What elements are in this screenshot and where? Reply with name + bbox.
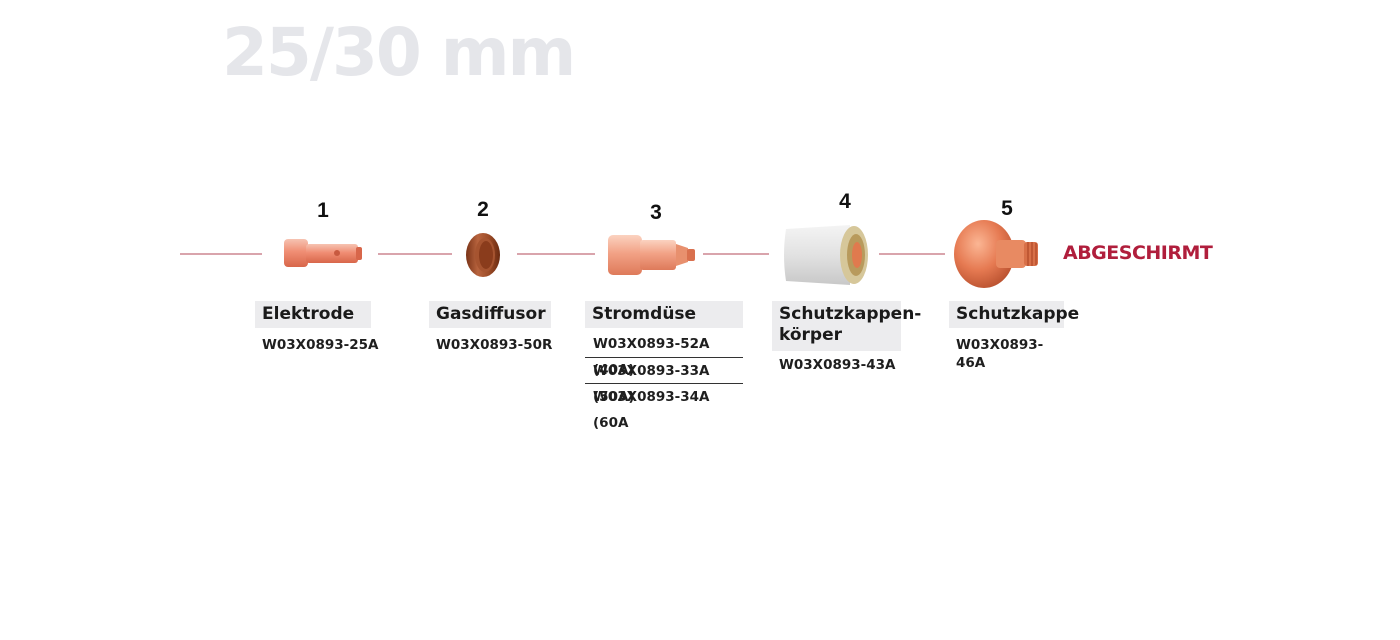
electrode-image xyxy=(284,239,362,267)
part-code: W03X0893-43A xyxy=(779,357,896,373)
part-label-line: körper xyxy=(779,325,842,345)
part-code: W03X0893-52A (40A) xyxy=(593,336,710,378)
part-number-3: 3 xyxy=(650,201,662,224)
contact-tip-image xyxy=(608,235,695,275)
size-heading: 25/30 mm xyxy=(222,14,576,91)
connector-line xyxy=(378,253,452,255)
part-number-1: 1 xyxy=(317,199,329,222)
part-label-schutzkappenkoerper: Schutzkappen- körper xyxy=(772,301,922,351)
part-code: W03X0893-25A xyxy=(262,337,379,353)
part-number-5: 5 xyxy=(1001,197,1013,220)
gas-diffuser-image xyxy=(466,233,500,277)
part-label-schutzkappe: Schutzkappe xyxy=(949,301,1079,328)
part-code: W03X0893-34A (60A xyxy=(585,383,743,431)
part-code: W03X0893-50R xyxy=(436,337,553,353)
part-code: W03X0893- 46A xyxy=(956,336,1043,372)
shielded-tag: ABGESCHIRMT xyxy=(1063,242,1213,264)
part-label-gasdiffusor: Gasdiffusor xyxy=(429,301,551,328)
connector-line xyxy=(517,253,595,255)
part-code-line: W03X0893- xyxy=(956,337,1044,353)
shield-cap-body-image xyxy=(784,225,868,285)
part-code-line: 46A xyxy=(956,355,986,371)
shield-cap-image xyxy=(954,220,1038,288)
part-code: W03X0893-33A (50A) xyxy=(585,357,743,405)
part-label-elektrode: Elektrode xyxy=(255,301,371,328)
part-label-stromduese: Stromdüse xyxy=(585,301,743,328)
part-code-list: W03X0893-52A (40A) W03X0893-33A (50A) W0… xyxy=(585,331,743,431)
part-number-4: 4 xyxy=(839,190,851,213)
connector-line xyxy=(879,253,945,255)
part-label-line: Schutzkappen- xyxy=(779,304,922,324)
connector-line xyxy=(180,253,262,255)
part-number-2: 2 xyxy=(477,198,489,221)
connector-line xyxy=(703,253,769,255)
